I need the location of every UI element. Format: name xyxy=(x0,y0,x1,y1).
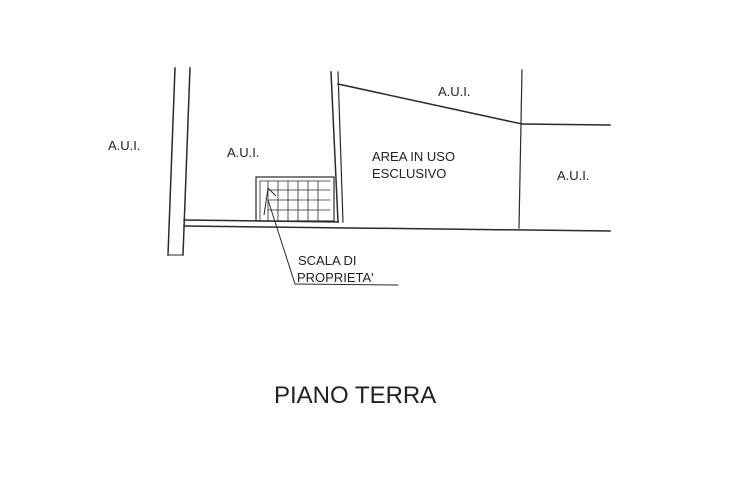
aui-center-label: A.U.I. xyxy=(227,145,260,160)
right-partition-wall xyxy=(518,69,523,229)
area-in-uso-label: AREA IN USO xyxy=(372,149,455,164)
scala-leader-line xyxy=(267,199,399,286)
aui-right-label: A.U.I. xyxy=(557,168,590,183)
proprieta-label: PROPRIETA' xyxy=(297,270,374,285)
scala-di-label: SCALA DI xyxy=(298,253,357,268)
sloped-wall xyxy=(337,83,611,126)
middle-wall xyxy=(330,71,344,223)
staircase xyxy=(255,176,335,222)
aui-left-label: A.U.I. xyxy=(108,138,141,153)
esclusivo-label: ESCLUSIVO xyxy=(372,166,446,181)
left-wall xyxy=(167,67,191,256)
bottom-wall xyxy=(183,219,611,232)
aui-top-label: A.U.I. xyxy=(438,84,471,99)
floor-title: PIANO TERRA xyxy=(274,382,436,409)
